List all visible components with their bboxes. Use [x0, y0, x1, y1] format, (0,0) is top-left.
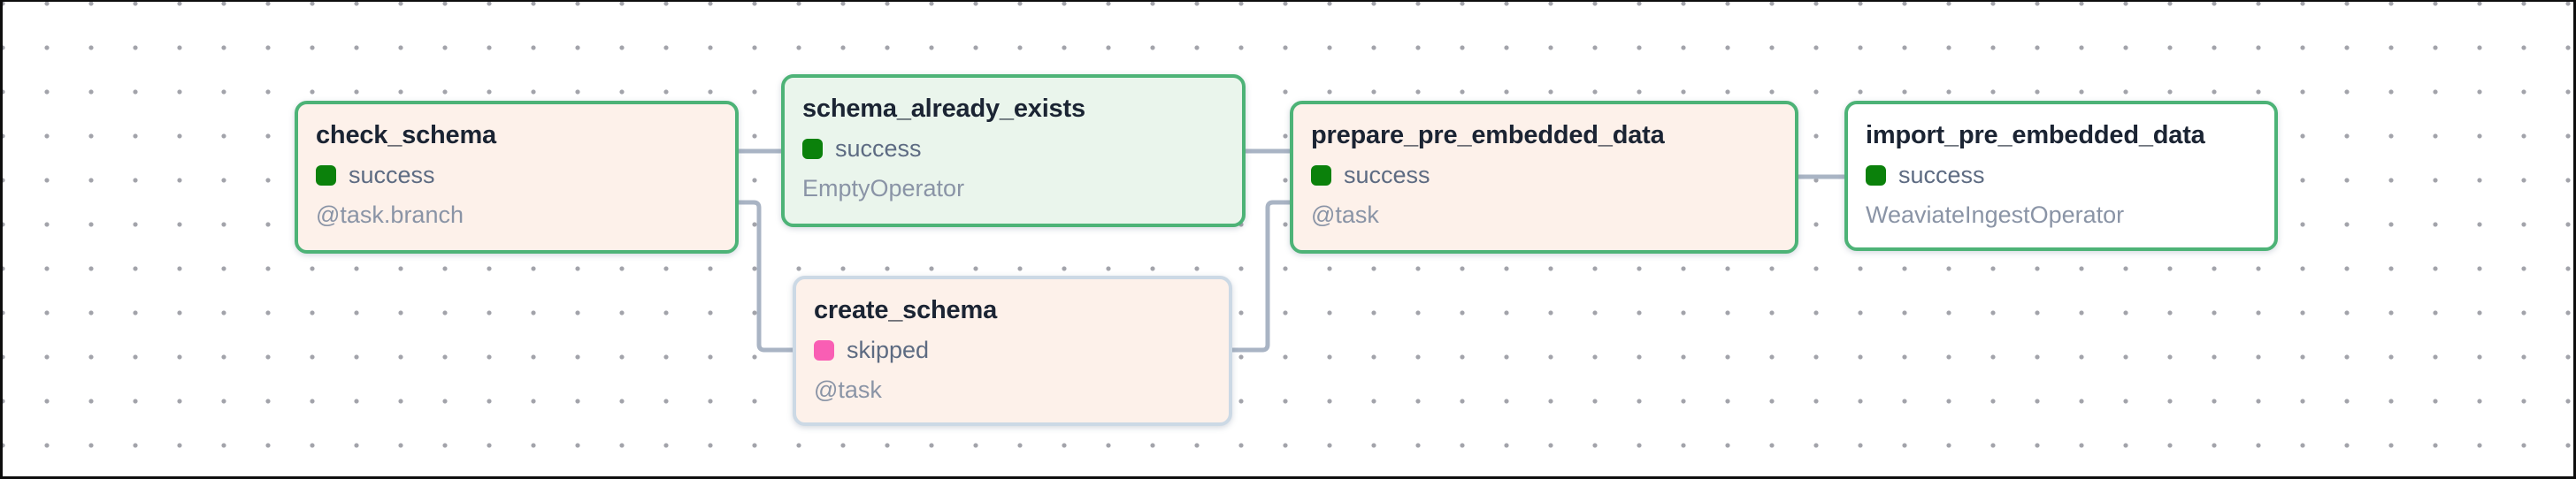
task-name: schema_already_exists — [802, 95, 1085, 123]
task-node-check-schema[interactable]: check_schema success @task.branch — [295, 101, 739, 254]
task-node-prepare-pre-embedded-data[interactable]: prepare_pre_embedded_data success @task — [1290, 101, 1798, 254]
operator-label: WeaviateIngestOperator — [1866, 201, 2125, 228]
state-skipped-icon — [814, 340, 834, 361]
state-success-icon — [1866, 165, 1886, 186]
operator-label: EmptyOperator — [802, 175, 965, 201]
state-success-icon — [802, 139, 823, 159]
state-label: skipped — [847, 337, 930, 363]
task-state-row: success — [1311, 156, 1777, 195]
task-state-row: success — [316, 156, 717, 195]
state-label: success — [1344, 162, 1430, 188]
state-label: success — [1898, 162, 1985, 188]
operator-label: @task.branch — [316, 201, 464, 228]
state-label: success — [835, 135, 922, 162]
operator-label: @task — [1311, 201, 1379, 228]
task-name: check_schema — [316, 121, 496, 149]
task-name: create_schema — [814, 296, 997, 324]
task-state-row: success — [1866, 156, 2257, 195]
task-node-create-schema[interactable]: create_schema skipped @task — [793, 276, 1232, 426]
state-success-icon — [316, 165, 336, 186]
edge-check_schema-to-create_schema — [732, 200, 799, 353]
task-name: prepare_pre_embedded_data — [1311, 121, 1665, 149]
edge-layer — [732, 148, 1851, 353]
task-state-row: success — [802, 129, 1224, 169]
state-success-icon — [1311, 165, 1331, 186]
edge-create_schema-to-prepare_pre_embedded_data — [1226, 200, 1296, 353]
operator-label: @task — [814, 376, 882, 403]
task-node-schema-already-exists[interactable]: schema_already_exists success EmptyOpera… — [781, 74, 1246, 227]
task-state-row: skipped — [814, 331, 1211, 370]
task-node-import-pre-embedded-data[interactable]: import_pre_embedded_data success Weaviat… — [1844, 101, 2278, 251]
state-label: success — [349, 162, 435, 188]
task-name: import_pre_embedded_data — [1866, 121, 2205, 149]
